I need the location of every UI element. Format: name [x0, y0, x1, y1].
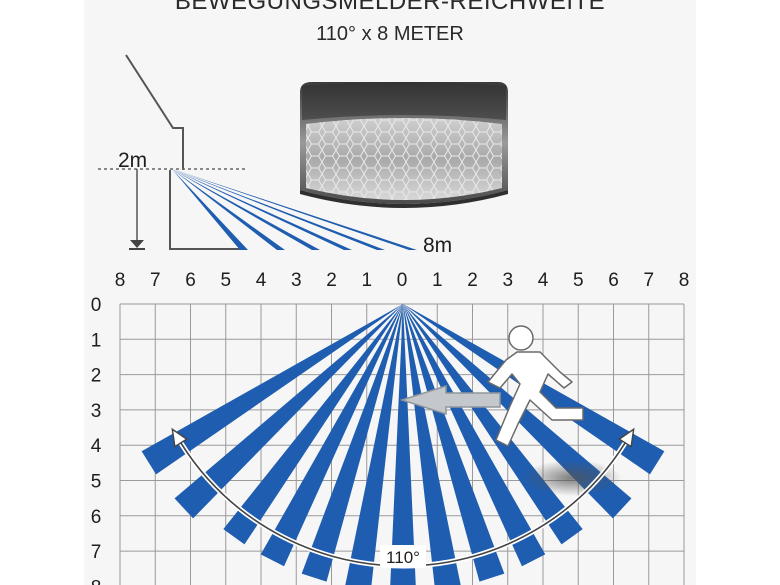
y-axis-label: 2: [91, 366, 102, 387]
detection-beam: [403, 304, 505, 582]
x-axis-label: 2: [326, 270, 337, 291]
walking-person-icon: [487, 325, 584, 447]
house-outline-icon: [125, 54, 240, 250]
x-axis-label: 8: [679, 270, 690, 291]
page-title: BEWEGUNGSMELDER-REICHWEITE: [174, 0, 606, 15]
side-beam: [172, 169, 285, 250]
y-axis-label: 0: [91, 295, 102, 316]
detection-beam: [260, 304, 403, 567]
y-axis-label: 4: [91, 436, 102, 457]
detection-beams: [141, 304, 665, 585]
y-axis-label: 6: [91, 507, 102, 528]
y-axis-label: 7: [91, 542, 102, 563]
side-beam: [172, 169, 320, 250]
x-axis-label: 6: [185, 270, 196, 291]
direction-arrow-icon: [399, 384, 501, 416]
y-axis-label: 1: [91, 330, 102, 351]
x-axis-label: 2: [467, 270, 478, 291]
x-axis-label: 3: [502, 270, 513, 291]
range-label: 8m: [423, 234, 452, 257]
detection-beam: [223, 304, 403, 545]
side-beam: [172, 169, 352, 250]
y-axis-label: 8: [91, 577, 102, 585]
detection-beam: [390, 304, 416, 585]
height-label: 2m: [118, 149, 147, 172]
height-arrow-head: [130, 240, 144, 248]
x-axis-label: 0: [397, 270, 408, 291]
detection-beam: [174, 304, 403, 519]
x-axis-label: 5: [573, 270, 584, 291]
x-axis-label: 8: [115, 270, 126, 291]
side-beam: [172, 169, 385, 250]
detection-beam: [345, 304, 403, 585]
person-shadow: [522, 460, 622, 496]
y-axis-label: 3: [91, 401, 102, 422]
y-axis-labels: 0 1 2 3 4 5 6 7 8: [91, 295, 102, 585]
detection-beam: [141, 304, 403, 475]
x-axis-labels: 8 7 6 5 4 3 2 1 0 1 2 3 4 5 6 7 8: [115, 270, 690, 291]
x-axis-label: 7: [643, 270, 654, 291]
x-axis-label: 7: [150, 270, 161, 291]
motion-sensor-device-icon: [300, 82, 508, 208]
detection-beam: [403, 304, 461, 585]
detection-beam: [301, 304, 403, 582]
angle-label: 110°: [386, 548, 420, 567]
angle-label-bg: [380, 545, 426, 567]
side-beam: [172, 169, 248, 250]
side-view-beams: [172, 169, 417, 250]
x-axis-label: 4: [256, 270, 267, 291]
x-axis-label: 1: [361, 270, 372, 291]
x-axis-label: 6: [608, 270, 619, 291]
x-axis-label: 5: [220, 270, 231, 291]
x-axis-label: 1: [432, 270, 443, 291]
side-beam: [172, 169, 417, 250]
x-axis-label: 4: [538, 270, 549, 291]
y-axis-label: 5: [91, 472, 102, 493]
x-axis-label: 3: [291, 270, 302, 291]
detection-beam: [403, 304, 546, 567]
page-subtitle: 110° x 8 METER: [316, 23, 464, 45]
